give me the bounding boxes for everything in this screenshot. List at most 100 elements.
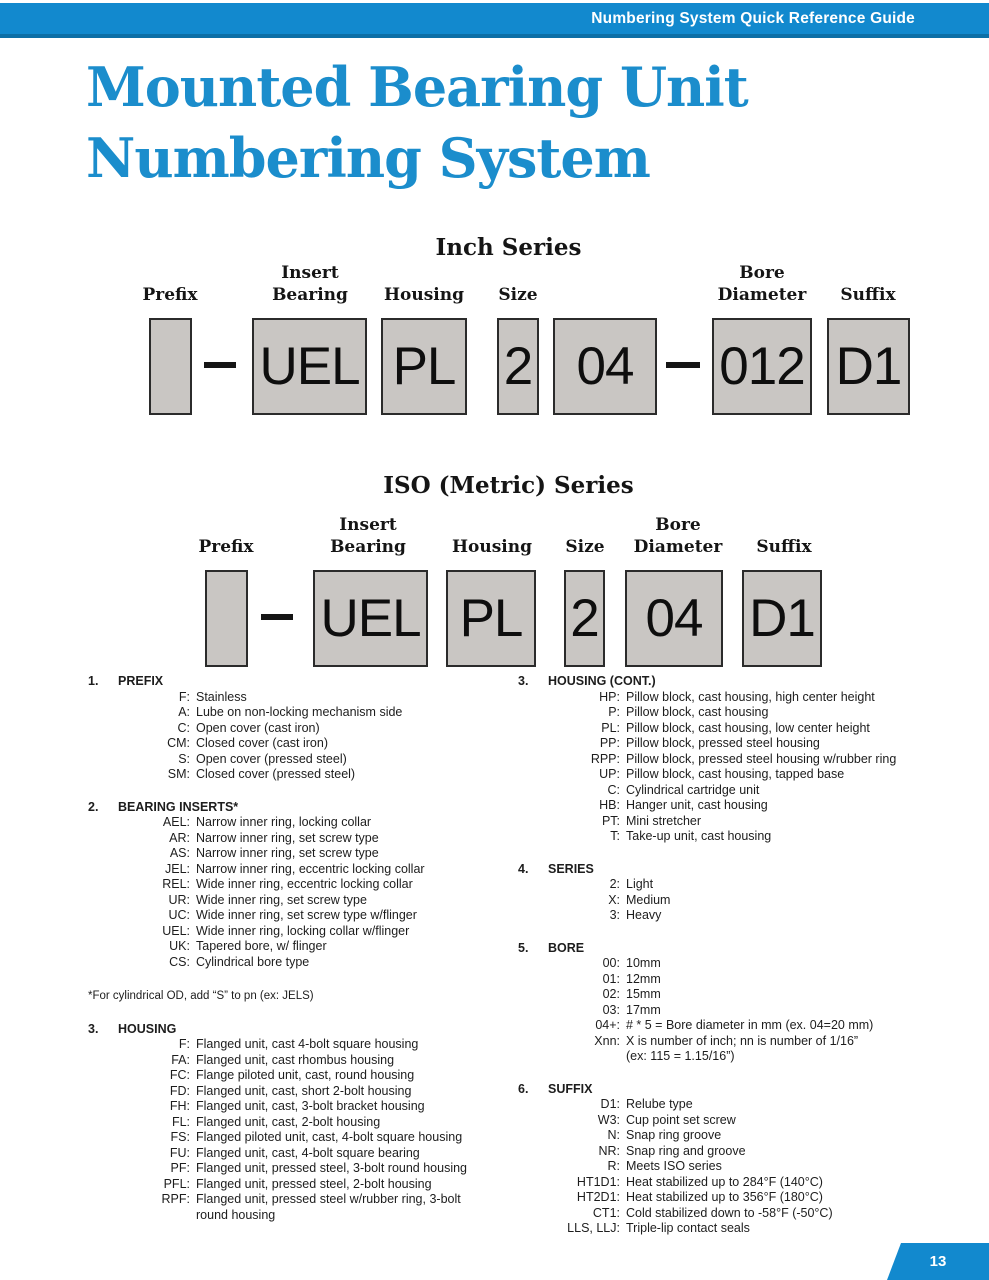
code-label: X: [608,892,620,907]
code-description: Pillow block, cast housing, tapped base [626,767,845,781]
code-description: Snap ring and groove [626,1143,746,1158]
page-title: Mounted Bearing Unit Numbering System [86,52,749,194]
code-description: Cup point set screw [626,1112,736,1127]
section-number: 6. [518,1081,529,1096]
header-bar-text: Numbering System Quick Reference Guide [591,10,915,27]
definition-row: REL: Wide inner ring, eccentric locking … [88,877,512,893]
section-title: BEARING INSERTS* [118,799,239,814]
code-label: 2: [609,877,620,891]
section-number: 2. [88,799,99,814]
definition-row: 2: Light [518,877,989,893]
code-description: 15mm [626,987,661,1001]
code-label: N: [607,1128,621,1142]
insert-bearing-box: UEL [252,318,367,415]
definition-row: HT2D1: Heat stabilized up to 356°F (180°… [518,1190,989,1206]
definition-row: S: Open cover (pressed steel) [88,752,512,768]
cylindrical-od-footnote: *For cylindrical OD, add “S” to pn (ex: … [88,990,314,1002]
code-label: REL: [162,877,190,891]
code-description: Narrow inner ring, set screw type [196,830,379,845]
code-label: FU: [169,1145,190,1160]
code-label: JEL: [164,861,190,876]
section-bore: 5. BORE 00: 10mm 01: 12mm 02: 15mm 03: 1… [518,941,989,1065]
definition-row: 00: 10mm [518,956,989,972]
definition-row: FD: Flanged unit, cast, short 2-bolt hou… [88,1084,512,1100]
insert-bearing-label: Insert Bearing [272,263,348,305]
definition-row: T: Take-up unit, cast housing [518,829,989,845]
code-label: P: [608,705,620,719]
definition-list: 2: Light X: Medium 3: Heavy [518,877,989,924]
dash-separator [666,362,700,368]
code-description: Heavy [626,908,662,922]
suffix-label: Suffix [756,537,812,557]
code-label: 02: [602,987,620,1001]
section-title: SERIES [548,861,594,876]
code-label: RPF: [161,1192,190,1206]
code-description: Narrow inner ring, set screw type [196,846,379,860]
definition-row: HB: Hanger unit, cast housing [518,798,989,814]
housing-label: Housing [451,537,533,557]
code-label: FD: [169,1083,190,1098]
code-description: Pillow block, pressed steel housing [626,736,820,750]
code-description: Wide inner ring, eccentric locking colla… [196,877,413,891]
section-number: 3. [88,1021,99,1036]
code-label: F: [178,689,190,704]
prefix-box [149,318,192,415]
section-heading: 6. SUFFIX [518,1082,989,1098]
definition-row: F: Stainless [88,690,512,706]
suffix-box-value: D1 [835,337,903,396]
section-heading: 3. HOUSING (CONT.) [518,674,989,690]
section-heading: 5. BORE [518,941,989,957]
code-label: HT2D1: [576,1190,620,1204]
code-description: Heat stabilized up to 356°F (180°C) [626,1190,823,1204]
definition-list: HP: Pillow block, cast housing, high cen… [518,690,989,845]
code-description: Flanged unit, cast, 3-bolt bracket housi… [196,1099,425,1113]
code-description: 10mm [626,956,661,970]
definition-row: NR: Snap ring and groove [518,1144,989,1160]
code-description: Tapered bore, w/ flinger [196,939,327,953]
section-number: 1. [88,674,99,688]
code-description: Relube type [626,1097,693,1111]
insert-bearing-box-value: UEL [259,337,360,396]
definition-row: FC: Flange piloted unit, cast, round hou… [88,1068,512,1084]
code-description: Flanged unit, pressed steel, 2-bolt hous… [196,1176,432,1191]
definition-row: PF: Flanged unit, pressed steel, 3-bolt … [88,1161,512,1177]
size-label: Size [498,285,538,305]
section-title: SUFFIX [548,1081,593,1096]
code-label: PF: [170,1161,190,1175]
code-label: 03: [602,1002,620,1017]
definition-row: 01: 12mm [518,972,989,988]
definition-row: RPP: Pillow block, pressed steel housing… [518,752,989,768]
housing-box: PL [381,318,467,415]
suffix-box-value: D1 [749,589,816,648]
code-label: F: [178,1037,190,1051]
definition-row: 3: Heavy [518,908,989,924]
code-label: AS: [169,846,190,860]
code-label: FH: [169,1099,190,1113]
code-label: UEL: [162,923,190,938]
code-description: # * 5 = Bore diameter in mm (ex. 04=20 m… [626,1018,874,1032]
definition-row: FH: Flanged unit, cast, 3-bolt bracket h… [88,1099,512,1115]
size2-box: 04 [553,318,657,415]
section-number: 4. [518,861,529,876]
code-label: PL: [601,720,620,735]
iso-series-title: ISO (Metric) Series [383,472,634,499]
code-description: Flange piloted unit, cast, round housing [196,1068,415,1082]
definition-row: AR: Narrow inner ring, set screw type [88,831,512,847]
code-description: X is number of inch; nn is number of 1/1… [626,1033,859,1064]
definition-row: R: Meets ISO series [518,1159,989,1175]
page-title-line1: Mounted Bearing Unit [86,55,749,119]
code-description: Cylindrical cartridge unit [626,782,760,797]
dash-separator [204,362,236,368]
size-label: Size [565,537,605,557]
code-description: Flanged unit, cast rhombus housing [196,1052,395,1067]
housing-box-value: PL [459,589,524,648]
definition-row: 04+: # * 5 = Bore diameter in mm (ex. 04… [518,1018,989,1034]
page-title-line2: Numbering System [86,126,651,190]
section-heading: 3. HOUSING [88,1022,512,1038]
code-description: Pillow block, cast housing, low center h… [626,720,870,735]
definition-row: HT1D1: Heat stabilized up to 284°F (140°… [518,1175,989,1191]
code-description: Narrow inner ring, locking collar [196,815,372,829]
code-description: Flanged unit, pressed steel, 3-bolt roun… [196,1161,468,1175]
code-label: CT1: [592,1205,620,1220]
definition-row: JEL: Narrow inner ring, eccentric lockin… [88,862,512,878]
